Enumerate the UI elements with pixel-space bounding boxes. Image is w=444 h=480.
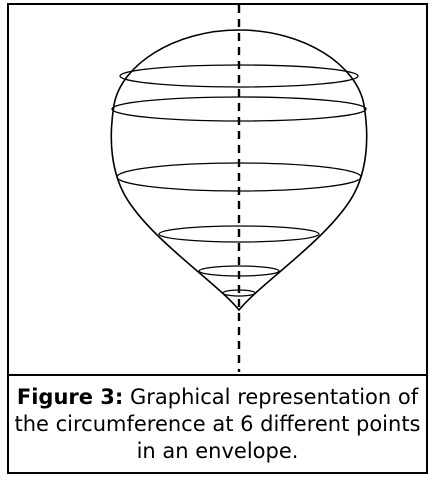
figure-caption: Figure 3: Graphical representation of th… bbox=[9, 374, 426, 472]
circumference-ring-4 bbox=[158, 225, 320, 243]
figure-frame: Figure 3: Graphical representation of th… bbox=[7, 3, 428, 474]
balloon-envelope-diagram bbox=[110, 5, 368, 372]
envelope-outline bbox=[110, 29, 368, 312]
figure-caption-text: Graphical representation of the circumfe… bbox=[14, 385, 421, 463]
figure-label: Figure 3: bbox=[16, 385, 124, 409]
